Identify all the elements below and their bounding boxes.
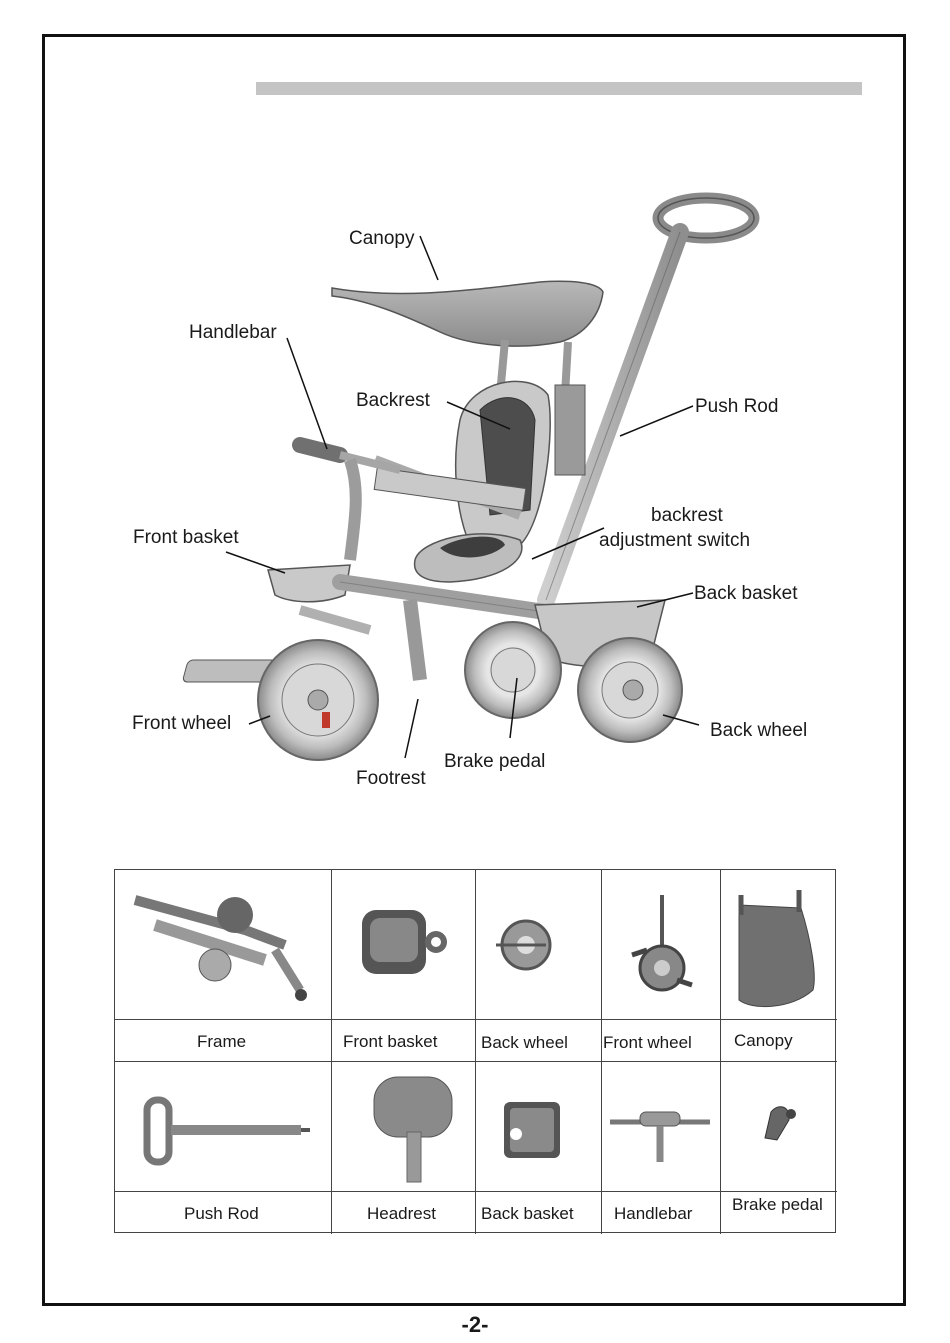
push-rod-icon [115,1062,330,1190]
front-wheel-icon [602,870,719,1018]
caption-back-wheel: Back wheel [481,1033,568,1053]
brake-pedal-icon [721,1062,835,1190]
caption-back-basket: Back basket [481,1204,574,1224]
label-footrest: Footrest [356,768,426,790]
caption-push-rod: Push Rod [184,1204,259,1224]
part-image-push-rod [115,1062,332,1192]
label-brake-pedal: Brake pedal [444,751,545,773]
canopy-shape [332,281,603,346]
part-image-front-basket [332,870,476,1020]
caption-handlebar: Handlebar [614,1204,692,1224]
caption-front-wheel: Front wheel [603,1033,692,1053]
label-backrest: Backrest [356,390,430,412]
label-front-wheel: Front wheel [132,713,231,735]
part-image-back-wheel [476,870,602,1020]
label-canopy: Canopy [349,228,415,250]
page-number: -2- [0,1312,950,1338]
handlebar-icon [602,1062,719,1190]
back-wheel-icon [476,870,600,1018]
part-image-headrest [332,1062,476,1192]
label-back-basket: Back basket [694,583,798,605]
label-handlebar: Handlebar [189,322,277,344]
label-front-basket: Front basket [133,527,239,549]
label-back-wheel: Back wheel [710,720,807,742]
label-backrest-switch-1: backrest [651,505,723,527]
label-backrest-switch-2: adjustment switch [599,530,750,552]
part-image-front-wheel [602,870,721,1020]
caption-frame: Frame [197,1032,246,1052]
headrest-icon [332,1062,474,1190]
part-image-frame [115,870,332,1020]
part-image-brake-pedal [721,1062,837,1192]
front-basket-icon [332,870,474,1018]
canopy-icon [721,870,835,1018]
part-image-back-basket [476,1062,602,1192]
caption-headrest: Headrest [367,1204,436,1224]
frame-icon [115,870,330,1018]
part-image-canopy [721,870,837,1020]
part-image-handlebar [602,1062,721,1192]
caption-brake-pedal: Brake pedal [732,1195,823,1215]
label-push-rod: Push Rod [695,396,778,418]
caption-front-basket: Front basket [343,1032,438,1052]
caption-canopy: Canopy [734,1031,793,1051]
back-basket-icon [476,1062,600,1190]
parts-table: Frame Front basket Back wheel Front whee… [114,869,836,1233]
